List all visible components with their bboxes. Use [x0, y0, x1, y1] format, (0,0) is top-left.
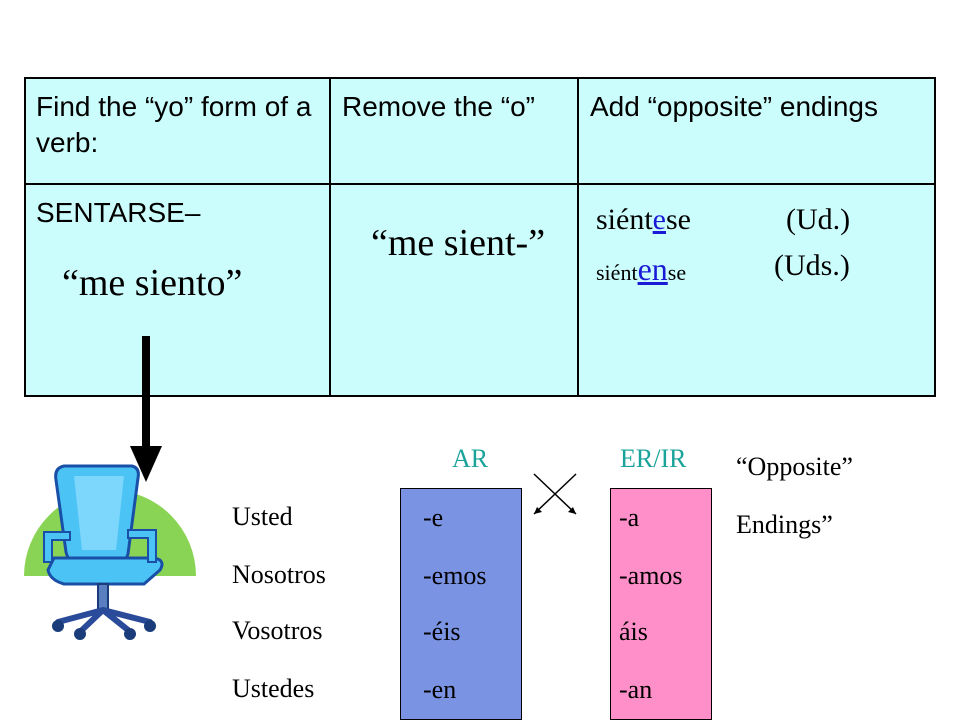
pronoun-ustedes: Ustedes — [232, 674, 315, 703]
command-suffix: se — [666, 203, 691, 236]
erir-ending: -a — [619, 503, 640, 532]
erir-ending: áis — [619, 617, 648, 646]
header-add-endings: Add “opposite” endings — [590, 91, 878, 122]
command-uds: siéntense — [596, 251, 686, 288]
verb-label: SENTARSE– — [36, 197, 201, 228]
person-ud: (Ud.) — [786, 203, 851, 236]
ar-ending: -éis — [423, 617, 461, 646]
down-arrow-icon — [130, 336, 162, 482]
ar-label: AR — [452, 444, 489, 473]
person-uds: (Uds.) — [774, 249, 850, 282]
ar-ending: -emos — [423, 561, 487, 590]
command-stem: siént — [596, 203, 653, 236]
yo-form: “me siento” — [62, 262, 243, 304]
command-ending: e — [652, 203, 666, 236]
ar-endings-box: -e -emos -éis -en — [400, 488, 522, 720]
table-divider — [577, 79, 579, 395]
erir-ending: -an — [619, 675, 653, 704]
header-find-yo: Find the “yo” form of a verb: — [36, 91, 312, 158]
header-remove-o: Remove the “o” — [342, 91, 535, 122]
erir-endings-box: -a -amos áis -an — [610, 488, 712, 720]
opposite-note-line2: Endings” — [736, 510, 833, 539]
office-chair-icon — [24, 464, 196, 640]
command-ending: en — [637, 251, 668, 287]
table-divider — [26, 183, 934, 185]
verb-stem: “me sient-” — [371, 222, 546, 264]
cross-arrows-icon — [533, 473, 577, 515]
conjugation-table: Find the “yo” form of a verb: Remove the… — [24, 77, 936, 397]
ar-ending: -e — [423, 503, 444, 532]
erir-label: ER/IR — [620, 444, 687, 473]
table-divider — [329, 79, 331, 395]
command-stem: siént — [596, 260, 638, 285]
erir-ending: -amos — [619, 561, 683, 590]
pronoun-nosotros: Nosotros — [232, 560, 326, 589]
command-ud: siéntese — [596, 203, 691, 237]
ar-ending: -en — [423, 675, 457, 704]
pronoun-usted: Usted — [232, 502, 293, 531]
opposite-note-line1: “Opposite” — [736, 452, 853, 481]
pronoun-vosotros: Vosotros — [232, 616, 323, 645]
command-suffix: se — [667, 260, 687, 285]
